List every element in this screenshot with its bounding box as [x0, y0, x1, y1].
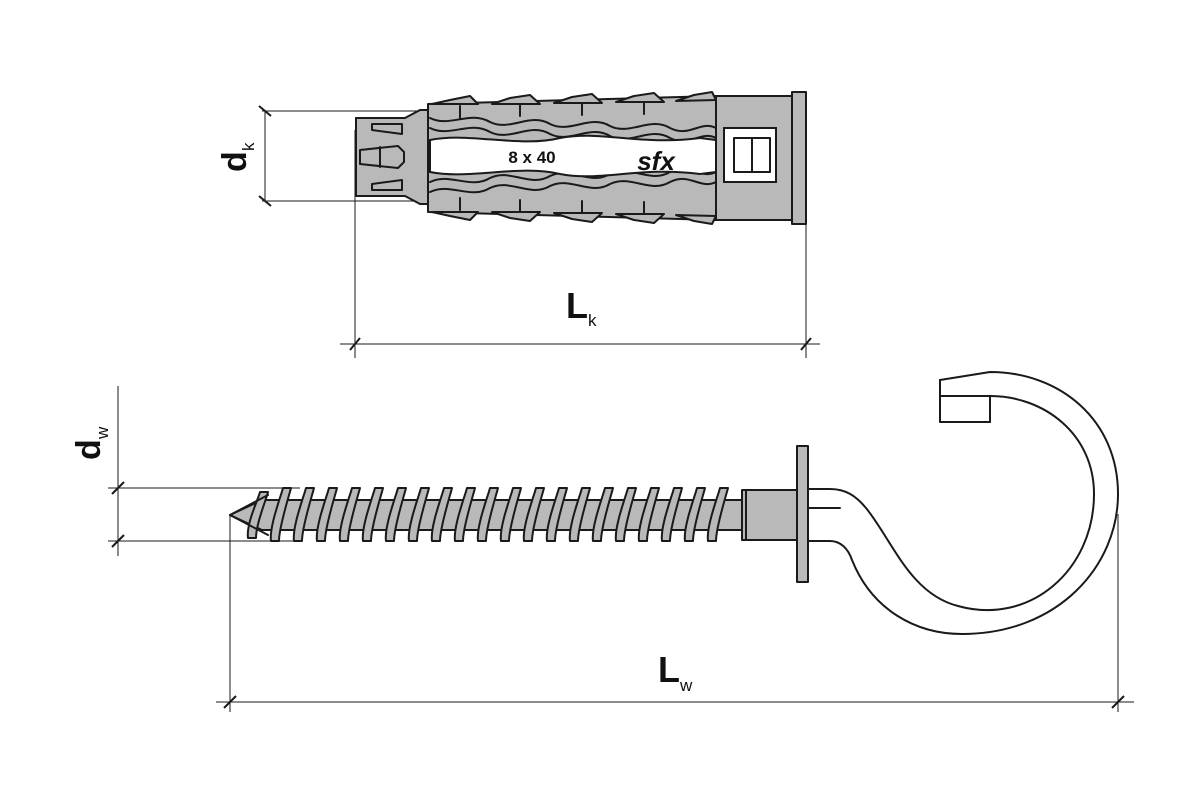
anchor-length-label: L [566, 285, 588, 326]
screw-threads [246, 487, 729, 542]
hook-screw: d w L w [70, 371, 1134, 712]
wall-anchor: 8 x 40 sfx d k L k [216, 91, 820, 358]
thread-crest [315, 487, 338, 542]
thread-crest [706, 487, 729, 542]
thread-crest [568, 487, 591, 542]
anchor-diameter-label: d [216, 151, 254, 172]
hook-diameter-subscript: w [93, 426, 112, 440]
thread-crest [292, 487, 315, 542]
thread-crest [591, 487, 614, 542]
hook-length-label: L [658, 649, 680, 690]
thread-crest [269, 487, 292, 542]
thread-crest [476, 487, 499, 542]
thread-crest [660, 487, 683, 542]
thread-crest [522, 487, 545, 542]
thread-crest [361, 487, 384, 542]
thread-crest [499, 487, 522, 542]
thread-crest [453, 487, 476, 542]
thread-crest [545, 487, 568, 542]
hook-diameter-label: d [70, 439, 108, 460]
anchor-brand-marking: sfx [637, 146, 676, 176]
thread-crest [338, 487, 361, 542]
thread-crest [384, 487, 407, 542]
thread-crest [430, 487, 453, 542]
anchor-length-subscript: k [588, 311, 597, 330]
anchor-diameter-subscript: k [239, 142, 258, 151]
thread-crest [407, 487, 430, 542]
hook-length-subscript: w [679, 676, 693, 695]
thread-crest [637, 487, 660, 542]
thread-crest [614, 487, 637, 542]
anchor-size-marking: 8 x 40 [508, 148, 555, 167]
thread-crest [683, 487, 706, 542]
